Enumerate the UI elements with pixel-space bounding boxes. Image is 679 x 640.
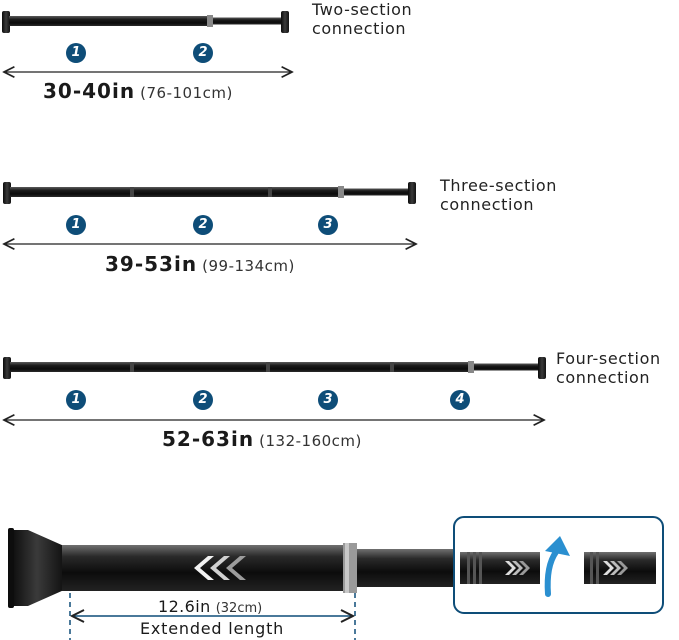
section-badge: 4 bbox=[450, 390, 470, 410]
rod-three-section bbox=[3, 182, 416, 204]
direction-chevrons-icon bbox=[194, 556, 246, 580]
section-badge: 1 bbox=[66, 390, 86, 410]
rod-four-section bbox=[3, 357, 546, 379]
two-section-title: Two-section connection bbox=[312, 0, 412, 38]
size-inches: 39-53in bbox=[105, 252, 198, 276]
rotate-arrow-icon bbox=[544, 549, 559, 597]
section-badge: 3 bbox=[318, 215, 338, 235]
section-badge: 1 bbox=[66, 43, 86, 63]
section-badge: 1 bbox=[66, 215, 86, 235]
extended-length-caption: Extended length bbox=[140, 619, 285, 638]
two-section-size: 30-40in (76-101cm) bbox=[43, 79, 233, 103]
three-section-size: 39-53in (99-134cm) bbox=[105, 252, 295, 276]
connection-callout bbox=[453, 516, 664, 614]
title-line-1: Four-section bbox=[556, 349, 661, 368]
four-section-title: Four-section connection bbox=[556, 349, 661, 387]
size-centimeters: (99-134cm) bbox=[202, 257, 295, 275]
rod-detail-closeup bbox=[8, 528, 467, 608]
title-line-1: Three-section bbox=[440, 176, 558, 195]
section-badge: 3 bbox=[318, 390, 338, 410]
extension-inches: 12.6in bbox=[158, 597, 211, 616]
extension-measurement: 12.6in (32cm) bbox=[158, 597, 262, 616]
section-badge: 2 bbox=[193, 215, 213, 235]
size-centimeters: (76-101cm) bbox=[140, 84, 233, 102]
size-inches: 30-40in bbox=[43, 79, 136, 103]
size-centimeters: (132-160cm) bbox=[259, 432, 362, 450]
four-section-size: 52-63in (132-160cm) bbox=[162, 427, 362, 451]
title-line-2: connection bbox=[556, 368, 651, 387]
extension-centimeters: (32cm) bbox=[215, 601, 263, 616]
title-line-2: connection bbox=[440, 195, 535, 214]
title-line-1: Two-section bbox=[312, 0, 413, 19]
section-badge: 2 bbox=[193, 43, 213, 63]
section-badge: 2 bbox=[193, 390, 213, 410]
three-section-title: Three-section connection bbox=[440, 176, 557, 214]
title-line-2: connection bbox=[312, 19, 407, 38]
rod-two-section bbox=[2, 11, 289, 33]
size-inches: 52-63in bbox=[162, 427, 255, 451]
